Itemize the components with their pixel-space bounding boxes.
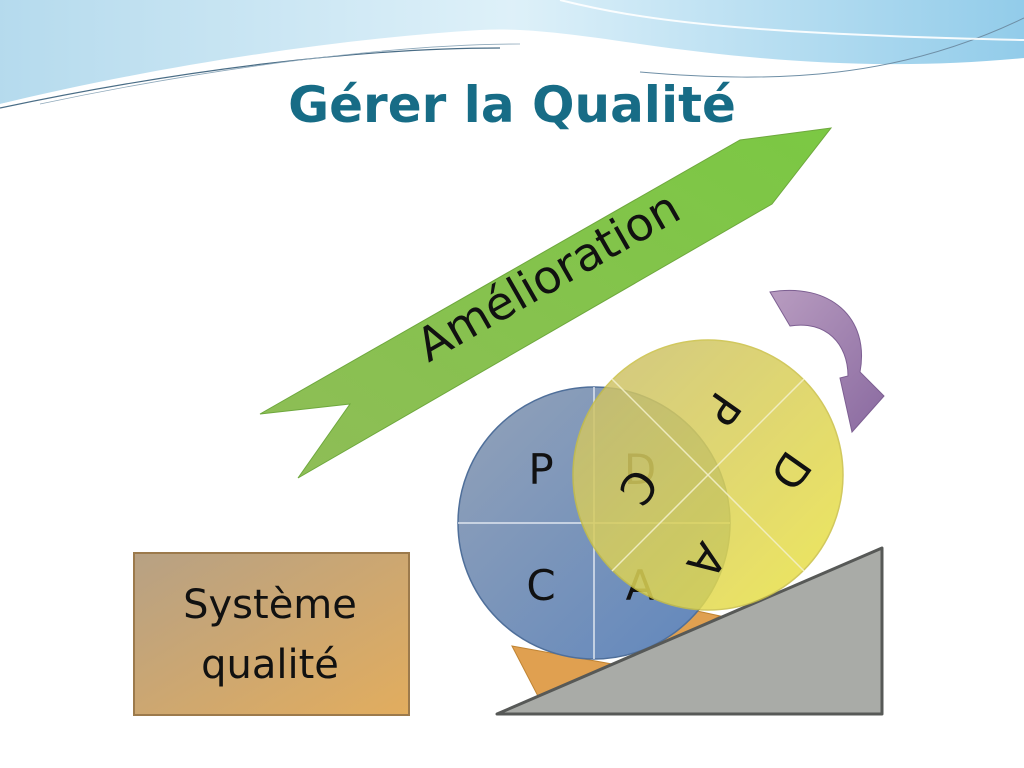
ramp-slope <box>495 546 884 716</box>
quality-system-line2: qualité <box>201 642 339 688</box>
header-wave-decoration <box>0 0 1024 112</box>
quality-system-line1: Système <box>183 582 357 628</box>
slide-title: Gérer la Qualité <box>288 76 736 134</box>
back-quadrant-c: C <box>526 561 555 610</box>
rotation-arrow <box>769 289 885 434</box>
back-quadrant-p: P <box>528 445 553 494</box>
pdca-circle-front: P D A C <box>572 339 844 611</box>
quality-system-box: Système qualité <box>133 552 410 716</box>
